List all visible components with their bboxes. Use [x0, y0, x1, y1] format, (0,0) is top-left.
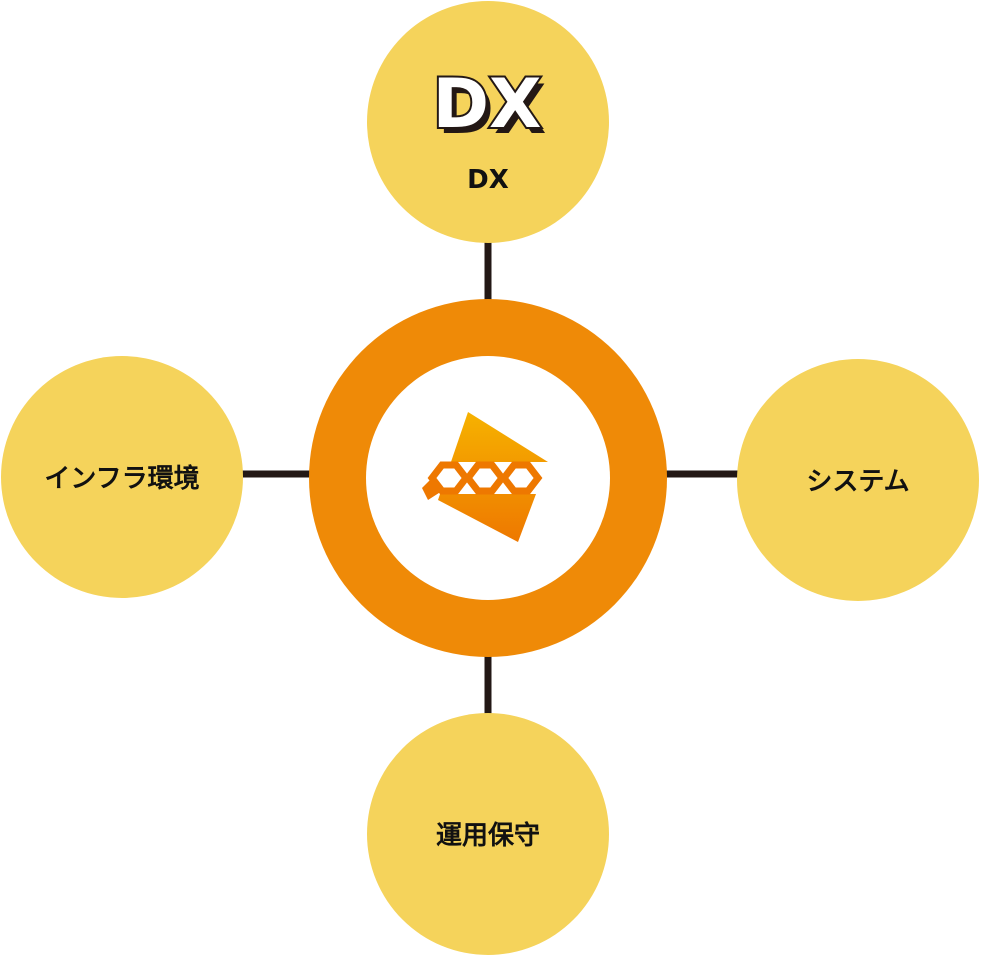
hub: [309, 299, 667, 657]
dx-logo-shadow: DX: [438, 71, 547, 150]
company-logo-icon: [420, 412, 558, 542]
node-top: DX DX DX: [367, 1, 609, 243]
node-bottom: 運用保守: [367, 713, 609, 955]
node-right: システム: [737, 359, 979, 601]
node-bottom-circle: [367, 713, 609, 955]
dx-logo-text: DX: [433, 65, 542, 144]
node-left: インフラ環境: [1, 356, 243, 598]
node-top-circle: [367, 1, 609, 243]
node-left-label: インフラ環境: [44, 463, 199, 494]
node-right-label: システム: [806, 467, 909, 497]
node-left-circle: [1, 356, 243, 598]
node-bottom-label: 運用保守: [436, 820, 540, 851]
node-top-label: DX: [467, 165, 509, 195]
connectors: [242, 242, 738, 714]
node-right-circle: [737, 359, 979, 601]
